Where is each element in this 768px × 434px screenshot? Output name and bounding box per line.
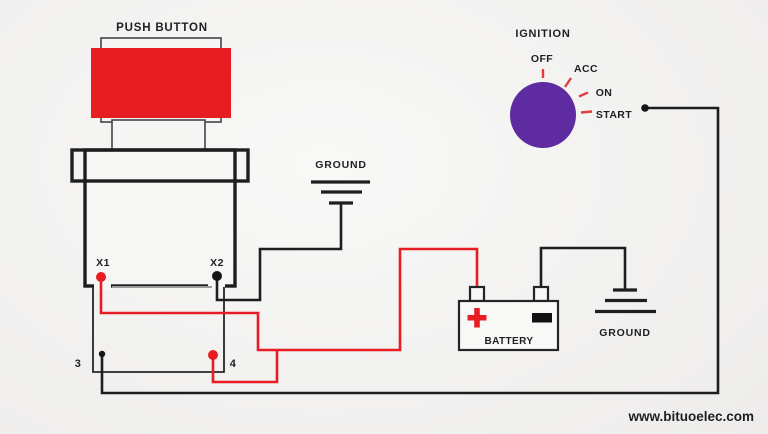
terminal-x2-label: X2 [210, 257, 224, 269]
battery-label: BATTERY [485, 336, 534, 347]
button-flange [70, 148, 250, 183]
push-button-switch: PUSH BUTTON X1 X2 3 4 [70, 22, 250, 373]
ground-symbol-right: GROUND [595, 288, 656, 339]
tick-acc [564, 77, 572, 88]
lower-housing-bracket [92, 287, 225, 373]
button-body [83, 148, 237, 288]
terminal-x1-label: X1 [96, 257, 110, 269]
tick-start [580, 110, 593, 114]
wire-battery-neg-to-ground [539, 246, 627, 290]
terminal-x1-dot [96, 272, 106, 282]
battery-plus-icon-vertical [474, 308, 480, 328]
button-neck [111, 119, 206, 151]
battery-minus-icon [532, 313, 552, 323]
ground-symbol-center: GROUND [311, 159, 370, 205]
ignition-switch: IGNITION OFF ACC ON START [510, 28, 649, 148]
terminal-x2-dot [212, 271, 222, 281]
watermark-url: www.bituoelec.com [627, 409, 754, 424]
battery: BATTERY [457, 285, 560, 352]
button-red-cap [91, 48, 231, 118]
wire-x2-to-ground [215, 203, 343, 302]
terminal-4-label: 4 [230, 358, 237, 370]
push-button-label: PUSH BUTTON [116, 22, 208, 34]
terminal-3-label: 3 [75, 358, 82, 370]
terminal-gap-left [94, 280, 111, 290]
terminal-3-dot [98, 350, 106, 358]
wire-x1-to-battery-pos [99, 247, 479, 352]
terminal-4-dot [208, 350, 218, 360]
ignition-start-wire-dot [641, 104, 649, 112]
ignition-position-on: ON [596, 87, 613, 99]
ignition-position-start: START [596, 109, 632, 121]
ignition-knob [510, 82, 576, 148]
ground-center-label: GROUND [315, 159, 366, 171]
terminal-dots [96, 271, 222, 360]
ignition-position-off: OFF [531, 53, 553, 65]
ignition-label: IGNITION [515, 28, 570, 40]
battery-positive-terminal [468, 285, 486, 303]
tick-on [578, 91, 589, 98]
wires [99, 106, 720, 395]
ground-right-label: GROUND [599, 327, 650, 339]
ignition-position-acc: ACC [574, 63, 598, 75]
wire-terminal4-branch [211, 351, 279, 384]
wire-terminal3-to-ignition [100, 106, 720, 395]
battery-negative-terminal [532, 285, 550, 303]
